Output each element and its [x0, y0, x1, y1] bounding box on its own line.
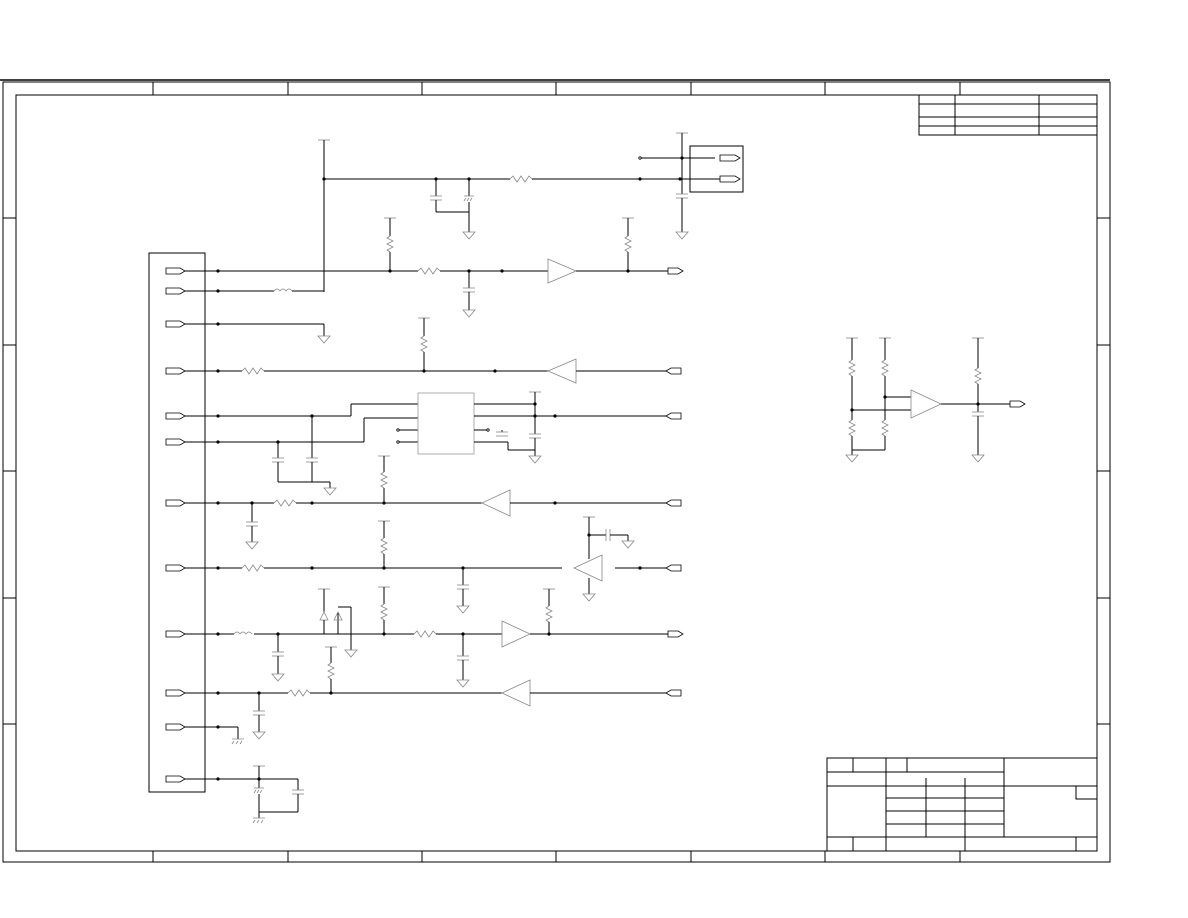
ic-circuit — [185, 391, 682, 496]
channel-row-5 — [185, 455, 682, 550]
channel-row-1 — [185, 217, 684, 318]
channel-row-3 — [185, 322, 331, 344]
upper-input-circuit — [318, 132, 744, 292]
revision-table — [918, 94, 1098, 136]
drawing-frame — [0, 79, 1111, 863]
comparator-circuit — [845, 337, 1026, 463]
channel-row-6 — [185, 516, 682, 614]
channel-row-10 — [185, 765, 304, 824]
connector-block — [148, 252, 206, 793]
channel-row-7 — [185, 586, 684, 688]
channel-row-2 — [185, 288, 324, 293]
channel-row-8 — [185, 646, 682, 740]
channel-row-9 — [185, 725, 244, 745]
channel-row-4 — [185, 317, 682, 384]
connector-pins — [165, 267, 186, 783]
title-block — [826, 757, 1098, 852]
